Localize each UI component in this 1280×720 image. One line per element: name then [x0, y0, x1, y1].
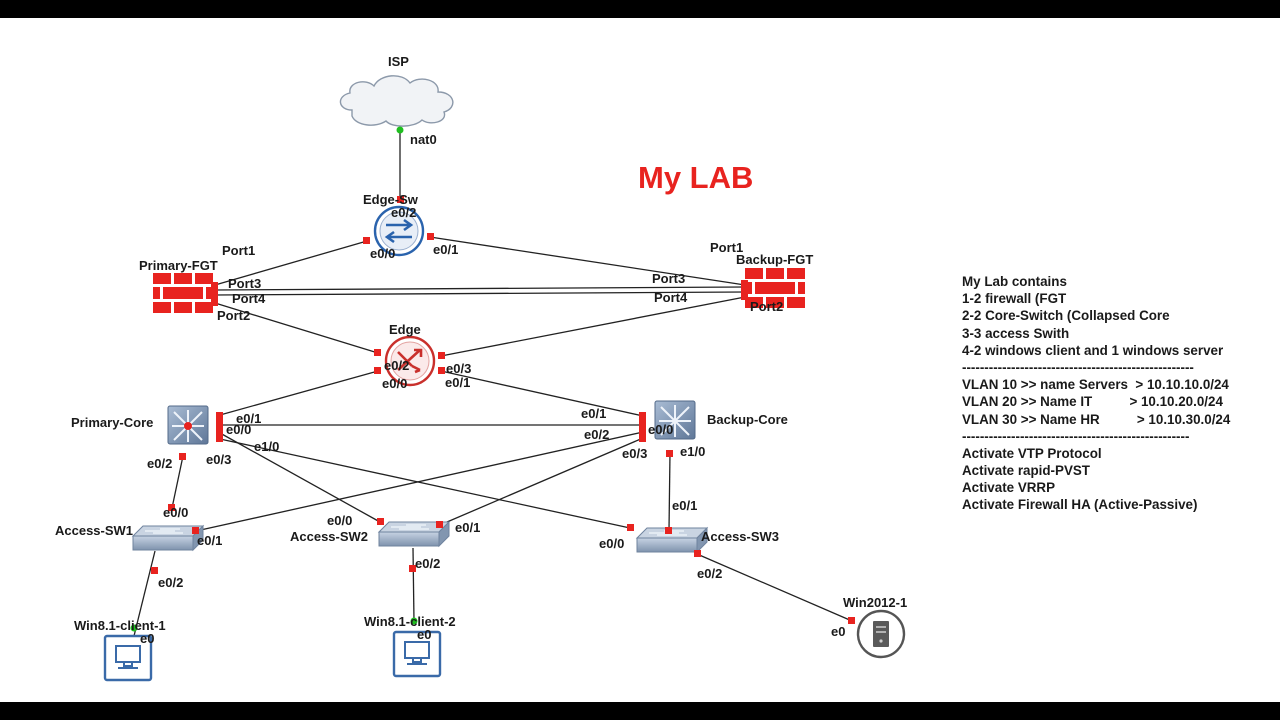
link-bcore-sw3: [668, 452, 671, 531]
primary-core-node[interactable]: [167, 405, 209, 445]
port-label: e0/1: [455, 520, 480, 535]
port-label: e0/0: [327, 513, 352, 528]
port-label: e0/0: [226, 422, 251, 437]
link-bcore-sw2: [439, 437, 644, 526]
port-label: e0/2: [415, 556, 440, 571]
firewall-icon: [153, 273, 213, 313]
server-node[interactable]: [856, 609, 906, 659]
port-label: e0/0: [599, 536, 624, 551]
label-server: Win2012-1: [843, 595, 907, 610]
port-label: e0/1: [197, 533, 222, 548]
port-label: e0/1: [433, 242, 458, 257]
topology-canvas[interactable]: My LAB ISP Edge-Sw Primary-FGT Backup-FG…: [0, 18, 1280, 702]
note-line: ----------------------------------------…: [962, 428, 1190, 444]
port-label: e1/0: [680, 444, 705, 459]
label-isp: ISP: [388, 54, 409, 69]
port-label: e0/0: [163, 505, 188, 520]
port-label: e0/2: [158, 575, 183, 590]
port-label: Port4: [232, 291, 266, 306]
label-backup-fgt: Backup-FGT: [736, 252, 813, 267]
port-label: e0/3: [446, 361, 471, 376]
label-primary-fgt: Primary-FGT: [139, 258, 218, 273]
port-label: Port1: [710, 240, 743, 255]
link-sw2-client2: [412, 547, 415, 623]
note-line: Activate Firewall HA (Active-Passive): [962, 497, 1198, 513]
cloud-icon: [339, 75, 454, 127]
port-label: e0/3: [206, 452, 231, 467]
port-label: Port4: [654, 290, 688, 305]
edge-sw-node[interactable]: [373, 205, 425, 257]
link-sw3-server: [696, 553, 853, 622]
label-edge: Edge: [389, 322, 421, 337]
link-fgt-port4: [214, 291, 746, 296]
port-label: e0/0: [648, 422, 673, 437]
port-label: e0/2: [384, 358, 409, 373]
note-line: Activate VTP Protocol: [962, 445, 1102, 461]
link-edge-pcore: [219, 370, 379, 416]
label-edge-sw: Edge-Sw: [363, 192, 419, 207]
port-label: Port3: [228, 276, 261, 291]
port-label: nat0: [410, 132, 437, 147]
port-label: Port2: [750, 299, 783, 314]
port-markers: [151, 196, 855, 624]
note-line: VLAN 30 >> Name HR > 10.10.30.0/24: [962, 411, 1231, 427]
label-access-sw1: Access-SW1: [55, 523, 133, 538]
topology-diagram: My LAB ISP Edge-Sw Primary-FGT Backup-FG…: [55, 54, 907, 682]
label-access-sw3: Access-SW3: [701, 529, 779, 544]
port-label: e0: [140, 631, 154, 646]
links: [132, 130, 853, 641]
port-label: e0/3: [622, 446, 647, 461]
note-line: 3-3 access Swith: [962, 325, 1070, 341]
port-label: e0: [417, 627, 431, 642]
port-label: e0/1: [672, 498, 697, 513]
label-access-sw2: Access-SW2: [290, 529, 368, 544]
link-pcore-sw3: [219, 438, 631, 529]
label-primary-core: Primary-Core: [71, 415, 153, 430]
port-label: e0/2: [147, 456, 172, 471]
port-label: Port2: [217, 308, 250, 323]
link-pcore-sw2: [219, 432, 381, 523]
link-edgesw-bfgt: [429, 236, 746, 286]
port-label: e0/2: [584, 427, 609, 442]
note-line: 2-2 Core-Switch (Collapsed Core: [962, 308, 1170, 324]
port-markers-up: [130, 126, 418, 632]
port-label: e0/1: [581, 406, 606, 421]
primary-fgt-node[interactable]: [153, 273, 213, 313]
isp-node[interactable]: [339, 75, 454, 127]
note-line: VLAN 20 >> Name IT > 10.10.20.0/24: [962, 394, 1223, 410]
port-label: e1/0: [254, 439, 279, 454]
port-label: e0: [831, 624, 845, 639]
link-bfgt-edge: [440, 296, 746, 357]
edge-node[interactable]: [384, 335, 436, 387]
link-pfgt-edgesw: [214, 240, 368, 286]
label-client1: Win8.1-client-1: [74, 618, 166, 633]
note-line: My Lab contains: [962, 274, 1067, 289]
port-label: e0/1: [236, 411, 261, 426]
link-fgt-port3: [214, 286, 746, 291]
note-line: ----------------------------------------…: [962, 359, 1194, 375]
port-label: e0/2: [391, 205, 416, 220]
page-title: My LAB: [638, 160, 753, 195]
link-pfgt-edge: [214, 302, 379, 354]
port-label: e0/2: [697, 566, 722, 581]
link-bcore-sw1: [195, 431, 644, 532]
note-line: Activate VRRP: [962, 480, 1056, 496]
note-line: Activate rapid-PVST: [962, 463, 1090, 479]
note-line: 4-2 windows client and 1 windows server: [962, 342, 1224, 358]
link-sw1-client1: [132, 550, 156, 641]
label-backup-core: Backup-Core: [707, 412, 788, 427]
note-line: 1-2 firewall (FGT: [962, 291, 1067, 307]
port-label: e0/0: [370, 246, 395, 261]
port-label: e0/0: [382, 376, 407, 391]
note-line: VLAN 10 >> name Servers > 10.10.10.0/24: [962, 377, 1229, 393]
port-label: e0/1: [445, 375, 470, 390]
port-label: Port1: [222, 243, 255, 258]
link-edge-bcore: [440, 370, 644, 417]
link-pcore-sw1: [171, 455, 184, 509]
label-client2: Win8.1-client-2: [364, 614, 456, 629]
port-label: Port3: [652, 271, 685, 286]
